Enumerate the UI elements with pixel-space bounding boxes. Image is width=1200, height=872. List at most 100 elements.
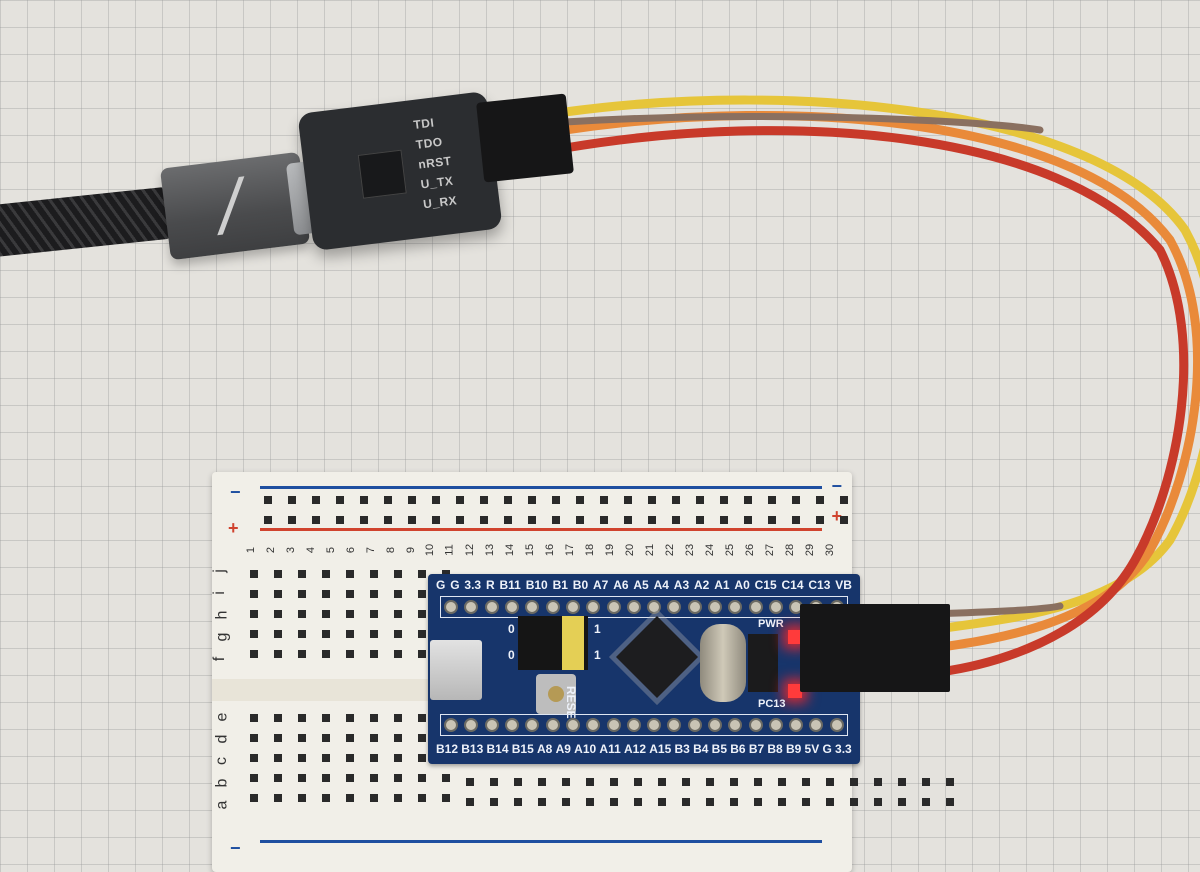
rail-positive-line [260,528,822,531]
boot0-label: 0 [508,622,515,636]
col-num: 4 [305,546,318,554]
top-power-rail: − + − + [228,472,848,542]
debug-probe-board: TDI TDO nRST U_TX U_RX [297,90,503,252]
reset-button-cap [548,686,564,702]
pin-label: C15 [754,578,777,592]
pin-label: B14 [486,742,509,756]
rail-minus-sign-bottom: − [230,838,241,858]
col-num: 15 [524,543,537,557]
pin-label: VB [835,578,852,592]
pin-label: C13 [808,578,831,592]
reset-button[interactable] [536,674,576,714]
col-num: 8 [385,546,398,554]
rail-plus-sign: + [228,518,239,538]
col-num: 14 [504,543,517,557]
rail-minus-sign: − [230,482,241,502]
pin-label: B15 [511,742,534,756]
boot1-label: 0 [508,648,515,662]
terminal-block-lower-right [458,772,962,812]
pwr-led-label: PWR [758,618,784,630]
pin-label: 3.3 [464,578,482,592]
pin-label: B0 [572,578,589,592]
bottom-pin-labels: B12 B13 B14 B15 A8 A9 A10 A11 A12 A15 B3… [436,742,852,756]
pin-label: B7 [748,742,765,756]
col-num: 6 [345,546,358,554]
pin-label: B12 [436,742,459,756]
pin-label: 3.3 [835,742,852,756]
pin-label: A2 [694,578,710,592]
pc13-led-label: PC13 [758,698,786,710]
col-num: 28 [784,543,797,557]
col-num: 10 [424,543,437,557]
probe-dupont-connector [476,93,574,183]
col-num: 12 [464,543,477,557]
pin-label: A0 [734,578,750,592]
col-num: 27 [764,543,777,557]
row-letter-e: e [213,712,231,722]
col-num: 9 [405,546,418,554]
pin-label: A3 [673,578,690,592]
col-num: 16 [544,543,557,557]
pin-label: C14 [781,578,804,592]
boot-jumpers [518,616,588,670]
probe-pin-labels: TDI TDO nRST U_TX U_RX [412,114,458,212]
pin-label: B10 [525,578,548,592]
row-letter-a: a [213,800,231,810]
micro-usb-port [430,640,482,700]
rail-minus-sign-right: − [831,476,842,496]
pin-label: A1 [714,578,730,592]
pin-label: A8 [537,742,553,756]
pin-label: B6 [730,742,746,756]
row-letter-d: d [213,734,231,744]
pin-label: B11 [499,578,521,592]
row-letter-j: j [210,569,228,573]
rail-negative-line [260,486,822,489]
usb-cable-braided [0,186,173,258]
pin-label: B9 [785,742,802,756]
col-num: 30 [824,543,837,557]
row-letter-g: g [213,632,231,642]
rail-plus-sign-right: + [831,506,842,526]
col-num: 22 [664,543,677,557]
col-num: 17 [564,543,577,557]
pin-label: A12 [624,742,647,756]
top-pin-header [440,596,848,618]
col-num: 23 [684,543,697,557]
col-num: 13 [484,543,497,557]
stm32-mcu-chip [615,615,699,699]
col-num: 21 [644,543,657,557]
jumper-1-label-top: 1 [594,622,601,636]
row-letter-b: b [213,778,231,788]
row-letter-h: h [213,610,231,620]
stm32-bluepill-board: G G 3.3 R B11 B10 B1 B0 A7 A6 A5 A4 A3 A… [428,574,860,764]
col-num: 19 [604,543,617,557]
col-num: 29 [804,543,817,557]
pin-label: B3 [674,742,690,756]
col-num: 25 [724,543,737,557]
pin-label: A15 [649,742,672,756]
pin-label: A7 [592,578,609,592]
crystal-oscillator [700,624,746,702]
rail-holes [256,490,856,530]
col-num: 24 [704,543,717,557]
pin-label: B5 [711,742,727,756]
terminal-block-lower [242,708,458,808]
pin-label: A6 [613,578,629,592]
row-letter-c: c [213,757,230,765]
bottom-power-rail: − [230,832,842,872]
col-num: 20 [624,543,637,557]
pin-label: A4 [653,578,669,592]
bottom-pin-header [440,714,848,736]
row-letter-i: i [210,591,228,595]
pin-label: B4 [693,742,709,756]
probe-label-tdi: TDI [412,115,436,132]
col-num: 5 [325,546,338,554]
pin-label: 5V [804,742,820,756]
terminal-block-upper [242,564,458,664]
col-num: 18 [584,543,597,557]
pin-label: A5 [633,578,649,592]
pin-label: B8 [767,742,783,756]
probe-label-nrst: nRST [417,153,453,172]
pin-label: A9 [555,742,571,756]
col-num: 7 [365,546,378,554]
